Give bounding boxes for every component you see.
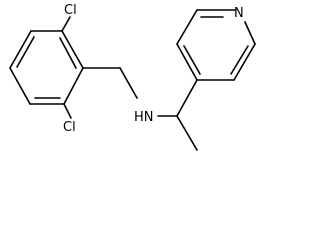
chemical-structure-diagram: Cl Cl HN N xyxy=(9,3,256,151)
ring-bond xyxy=(176,9,198,45)
dichlorophenyl-ring xyxy=(9,30,84,105)
ring-double-bond xyxy=(183,45,201,75)
ring-double-bond xyxy=(59,37,77,69)
pyridine-ring xyxy=(176,9,256,81)
ring-bond xyxy=(9,30,32,69)
ring-bond-to-n xyxy=(244,21,256,45)
ring-double-bond xyxy=(230,45,249,75)
ring-bond xyxy=(233,43,256,81)
ring-bond xyxy=(63,67,84,105)
ring-bond xyxy=(9,67,31,105)
ch2-n-bond xyxy=(119,67,138,99)
ring-bond xyxy=(176,43,198,81)
methyl-bond xyxy=(176,115,198,151)
ring-double-bond xyxy=(16,36,35,68)
ch-pyridine-bond xyxy=(176,79,198,117)
chlorine-top-label: Cl xyxy=(64,3,77,18)
pyridine-nitrogen-label: N xyxy=(234,6,244,21)
ring-bond xyxy=(61,30,84,69)
cl-bond-top xyxy=(61,16,71,32)
chlorine-bottom-label: Cl xyxy=(63,120,76,135)
structure-canvas: Cl Cl HN N xyxy=(9,3,256,151)
cl-bond-bottom xyxy=(63,103,72,119)
amine-nh-label: HN xyxy=(134,110,154,125)
